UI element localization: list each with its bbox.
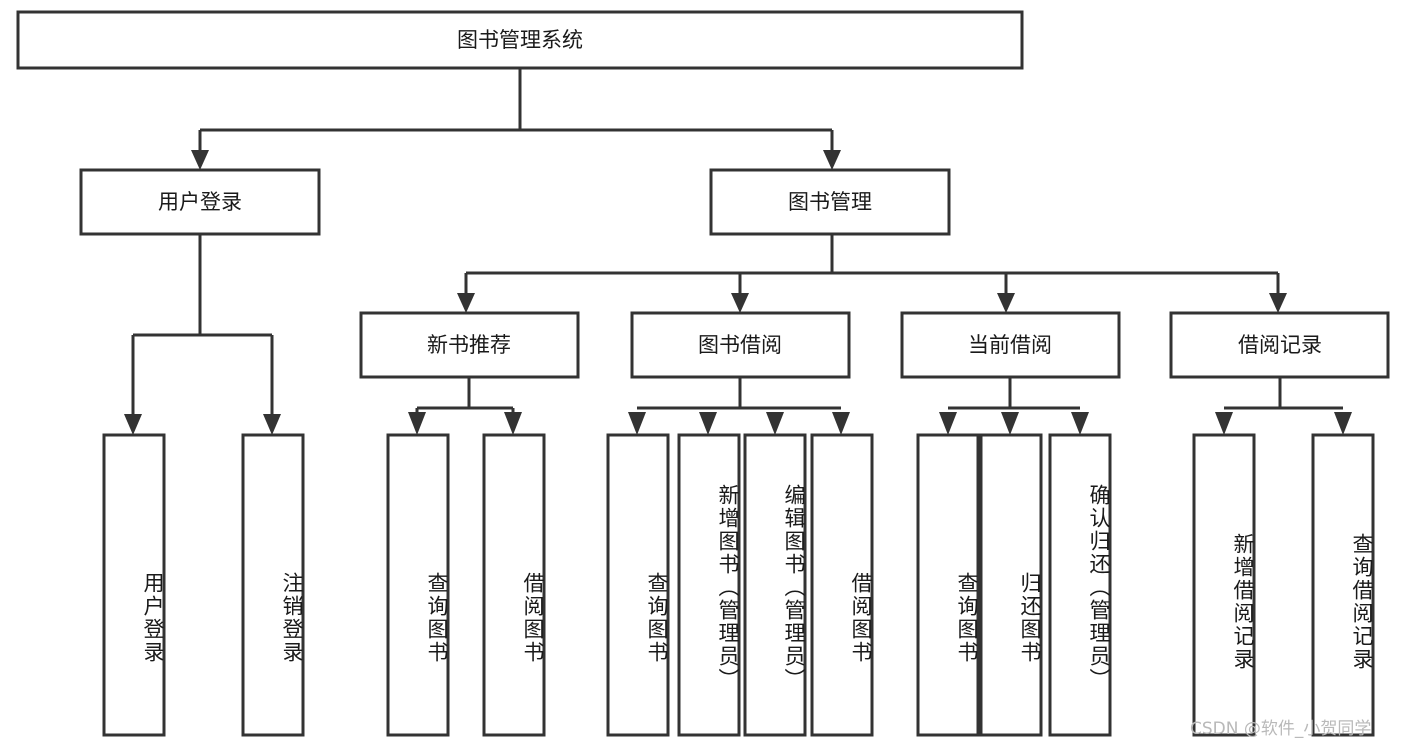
arrowhead-borrow-l1	[628, 412, 646, 435]
node-book-management-label: 图书管理	[788, 190, 872, 214]
leaf-edit-book-admin[interactable]	[743, 433, 807, 737]
arrowhead-current-l2	[1001, 412, 1019, 435]
arrowhead-books-c2	[731, 293, 749, 313]
arrowhead-books-c4	[1269, 293, 1287, 313]
leaf-return-book[interactable]	[979, 433, 1043, 737]
node-current-borrowing[interactable]	[900, 311, 1121, 379]
leaf-logout[interactable]	[241, 433, 305, 737]
leaf-add-borrow-record[interactable]	[1192, 433, 1256, 737]
node-book-borrowing-label: 图书借阅	[698, 333, 782, 357]
node-book-management[interactable]	[709, 168, 951, 236]
leaf-query-borrow-record[interactable]	[1311, 433, 1375, 737]
arrowhead-books-c1	[457, 293, 475, 313]
arrowhead-books-c3	[997, 293, 1015, 313]
leaf-confirm-return-admin[interactable]	[1048, 433, 1112, 737]
leaf-query-books-new[interactable]	[386, 433, 450, 737]
connector-group-borrow	[628, 377, 850, 435]
node-root-label: 图书管理系统	[457, 28, 583, 52]
connector-group-current	[939, 377, 1089, 435]
arrowhead-current-l3	[1071, 412, 1089, 435]
arrowhead-root-to-login	[191, 150, 209, 170]
connector-group-records	[1215, 377, 1352, 435]
connector-group-new-books	[408, 377, 522, 435]
connector-group-book-manage	[457, 234, 1287, 313]
node-borrowing-records[interactable]	[1169, 311, 1390, 379]
leaf-add-book-admin[interactable]	[677, 433, 741, 737]
connector-group-root	[191, 68, 841, 170]
arrowhead-records-l2	[1334, 412, 1352, 435]
leaf-query-books-current[interactable]	[916, 433, 980, 737]
node-new-book-recommendation-label: 新书推荐	[427, 333, 511, 357]
connector-group-user-login	[124, 234, 281, 435]
arrowhead-borrow-l2	[699, 412, 717, 435]
node-root-book-management-system[interactable]	[16, 10, 1024, 70]
node-user-login-label: 用户登录	[158, 190, 242, 214]
node-new-book-recommendation[interactable]	[359, 311, 580, 379]
arrowhead-borrow-l4	[832, 412, 850, 435]
arrowhead-newbooks-l1	[408, 412, 426, 435]
arrowhead-login-l1	[124, 414, 142, 435]
node-current-borrowing-label: 当前借阅	[968, 333, 1052, 357]
leaf-borrow-book[interactable]	[810, 433, 874, 737]
arrowhead-borrow-l3	[766, 412, 784, 435]
node-user-login[interactable]	[79, 168, 321, 236]
leaf-query-books-borrow[interactable]	[606, 433, 670, 737]
node-book-borrowing[interactable]	[630, 311, 851, 379]
arrowhead-records-l1	[1215, 412, 1233, 435]
node-borrowing-records-label: 借阅记录	[1238, 333, 1322, 357]
arrowhead-login-l2	[263, 414, 281, 435]
arrowhead-root-to-books	[823, 150, 841, 170]
arrowhead-newbooks-l2	[504, 412, 522, 435]
csdn-watermark: CSDN @软件_小贺同学	[1190, 719, 1372, 739]
arrowhead-current-l1	[939, 412, 957, 435]
leaf-user-login[interactable]	[102, 433, 166, 737]
leaf-borrow-books-new[interactable]	[482, 433, 546, 737]
